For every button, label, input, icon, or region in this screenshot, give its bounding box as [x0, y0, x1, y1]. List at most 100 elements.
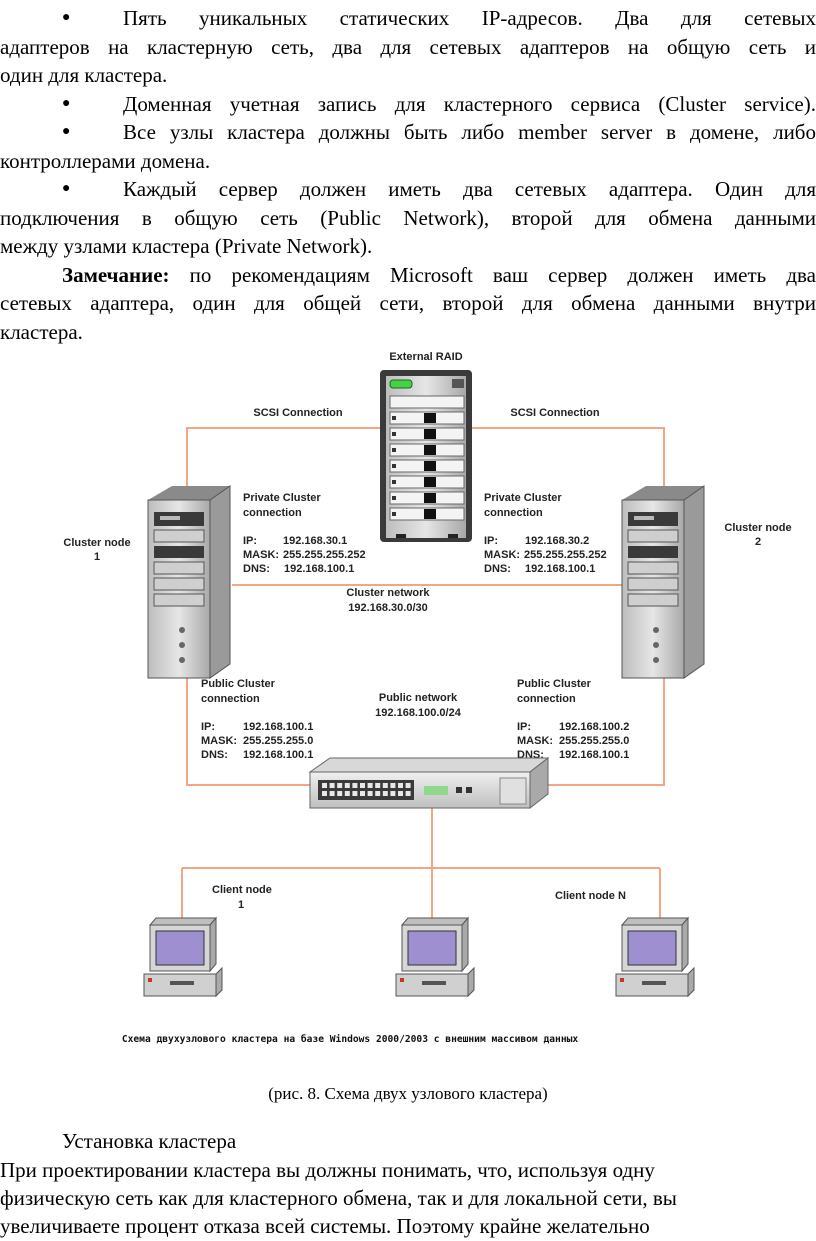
- switch-port: [344, 783, 350, 788]
- remark-line: кластера.: [0, 319, 83, 344]
- client-computer: [143, 916, 223, 998]
- mask-value: 255.255.255.252: [524, 549, 607, 561]
- private-right-info: Private Cluster connection IP: 192.168.3…: [484, 492, 607, 575]
- list-item-line: Все узлы кластера должны быть либо membe…: [123, 120, 816, 144]
- mask-key: MASK:: [517, 735, 553, 747]
- info-title: Public Cluster: [517, 678, 592, 690]
- network-switch: [308, 756, 550, 810]
- ip-key: IP:: [201, 721, 215, 733]
- cluster-diagram: External RAID SCSI Connection SCSI Conne…: [63, 351, 791, 1045]
- public-right-info: Public Cluster connection IP: 192.168.10…: [517, 678, 629, 761]
- mask-value: 255.255.255.0: [243, 735, 313, 747]
- raid-array: [380, 370, 472, 542]
- bullet-icon: ●: [62, 10, 71, 25]
- public-left-line: [186, 675, 310, 786]
- scsi-left-line: [186, 427, 380, 488]
- public-network-label: Public network: [379, 692, 458, 704]
- client1-label: Client node: [212, 884, 272, 896]
- diagram-subtitle: Схема двухузлового кластера на базе Wind…: [122, 1033, 579, 1045]
- switch-port: [367, 783, 373, 788]
- switch-port: [352, 783, 358, 788]
- list-item: ● Все узлы кластера должны быть либо mem…: [0, 118, 816, 175]
- raid-drive-slot: [389, 395, 465, 409]
- figure-caption: (рис. 8. Схема двух узлового кластера): [268, 1084, 548, 1103]
- ip-key: IP:: [484, 535, 498, 547]
- public-left-info: Public Cluster connection IP: 192.168.10…: [201, 678, 313, 761]
- ip-value: 192.168.30.2: [525, 535, 589, 547]
- info-title: Public Cluster: [201, 678, 276, 690]
- list-item: ● Доменная учетная запись для кластерног…: [0, 90, 816, 119]
- client-computer: [395, 916, 475, 998]
- client-computer: [615, 916, 695, 998]
- mask-key: MASK:: [243, 549, 279, 561]
- dns-value: 192.168.100.1: [559, 749, 629, 761]
- switch-port: [398, 783, 403, 788]
- node2-number: 2: [755, 536, 761, 548]
- clientN-label: Client node N: [555, 890, 626, 902]
- list-item-line: один для кластера.: [0, 63, 168, 87]
- list-item-line: Пять уникальных статических IP-адресов. …: [123, 6, 816, 30]
- info-subtitle: connection: [517, 693, 576, 705]
- switch-port: [329, 791, 335, 796]
- body-line: физическую сеть как для кластерного обме…: [0, 1186, 677, 1210]
- switch-port: [337, 791, 343, 796]
- section-title: Установка кластера: [62, 1129, 237, 1153]
- remark-line: Замечание: по рекомендациям Microsoft ва…: [0, 261, 816, 290]
- node1-number: 1: [94, 551, 100, 563]
- list-item-line: Каждый сервер должен иметь два сетевых а…: [123, 177, 816, 201]
- info-title: Private Cluster: [243, 492, 321, 504]
- dns-key: DNS:: [243, 563, 270, 575]
- private-left-info: Private Cluster connection IP: 192.168.3…: [243, 492, 366, 575]
- raid-drive-slot: [389, 491, 465, 505]
- switch-port: [344, 791, 350, 796]
- cluster-network-label: Cluster network: [346, 587, 430, 599]
- switch-port: [367, 791, 373, 796]
- list-item: ● Каждый сервер должен иметь два сетевых…: [0, 175, 816, 261]
- dns-value: 192.168.100.1: [284, 563, 354, 575]
- list-item-line: между узлами кластера (Private Network).: [0, 234, 373, 258]
- remark-line: сетевых адаптера, один для общей сети, в…: [0, 291, 816, 315]
- info-title: Private Cluster: [484, 492, 562, 504]
- switch-port: [360, 783, 365, 788]
- switch-port: [337, 783, 343, 788]
- ip-value: 192.168.30.1: [283, 535, 347, 547]
- switch-port: [322, 791, 327, 796]
- ip-key: IP:: [517, 721, 531, 733]
- bullet-icon: ●: [62, 124, 71, 139]
- raid-drive-slot: [389, 475, 465, 489]
- raid-drive-slot: [389, 459, 465, 473]
- scsi-right-label: SCSI Connection: [510, 407, 600, 419]
- bullet-list: ● Пять уникальных статических IP-адресов…: [0, 4, 816, 346]
- dns-key: DNS:: [201, 749, 228, 761]
- switch-port: [329, 783, 335, 788]
- cluster-network-subnet: 192.168.30.0/30: [348, 602, 428, 614]
- public-network-subnet: 192.168.100.0/24: [375, 707, 462, 719]
- mask-key: MASK:: [484, 549, 520, 561]
- raid-drive-slot: [389, 427, 465, 441]
- list-item-line: контроллерами домена.: [0, 148, 211, 173]
- mask-key: MASK:: [201, 735, 237, 747]
- server-node-1: [147, 485, 231, 679]
- bullet-icon: ●: [62, 181, 71, 196]
- remark-paragraph: Замечание: по рекомендациям Microsoft ва…: [0, 261, 816, 347]
- client1-number: 1: [238, 899, 244, 911]
- list-item-line: подключения в общую сеть (Public Network…: [0, 205, 816, 230]
- switch-port: [382, 791, 388, 796]
- connection-lines: [181, 427, 665, 920]
- node1-label: Cluster node: [63, 537, 130, 549]
- switch-port: [382, 783, 388, 788]
- node2-label: Cluster node: [724, 522, 791, 534]
- dns-value: 192.168.100.1: [243, 749, 313, 761]
- raid-drive-slot: [389, 507, 465, 521]
- ip-key: IP:: [243, 535, 257, 547]
- switch-port: [390, 783, 396, 788]
- ip-value: 192.168.100.1: [243, 721, 313, 733]
- scsi-left-label: SCSI Connection: [253, 407, 343, 419]
- list-item-line: Доменная учетная запись для кластерного …: [123, 91, 816, 116]
- body-paragraph: При проектировании кластера вы должны по…: [0, 1156, 816, 1240]
- body-line: При проектировании кластера вы должны по…: [0, 1158, 655, 1182]
- body-line: увеличиваете процент отказа всей системы…: [0, 1214, 650, 1238]
- switch-port: [322, 783, 327, 788]
- info-subtitle: connection: [201, 693, 260, 705]
- switch-port: [390, 791, 396, 796]
